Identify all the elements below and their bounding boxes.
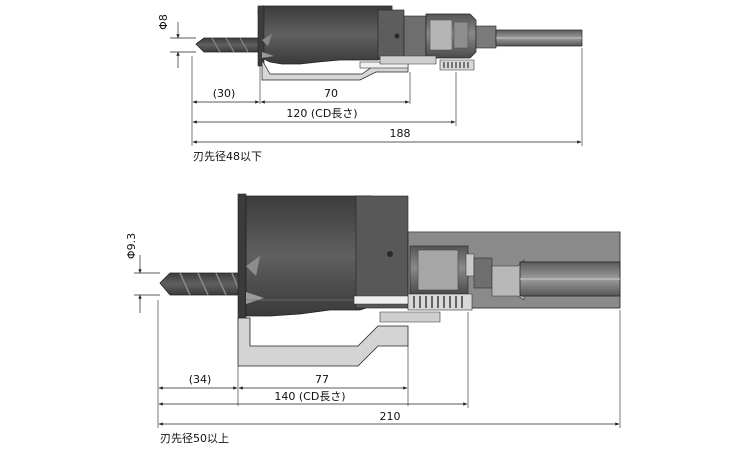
dim-cutter-top: 70 <box>324 87 338 100</box>
dim-cd-length-bottom: 140 (CD長さ) <box>274 390 345 403</box>
dim-total-bottom: 210 <box>380 410 401 423</box>
caption-top: 刃先径48以下 <box>193 150 262 163</box>
extension-lines-top <box>191 48 583 146</box>
dimension-lines-top: (30) 70 120 (CD長さ) 188 <box>192 87 582 144</box>
extension-lines-bottom <box>157 300 621 428</box>
arbor-top <box>403 13 497 71</box>
diameter-dimension-bottom: Φ9.3 <box>125 233 160 313</box>
dimension-lines-bottom: (34) 77 140 (CD長さ) 210 <box>158 373 620 426</box>
pilot-drill-bottom <box>159 272 245 296</box>
pilot-drill-top <box>195 37 263 53</box>
figure-bottom: Φ9.3 (34) 77 140 (CD長さ) 210 刃先径50以上 <box>125 193 621 445</box>
figure-top: Φ8 (30) 70 120 (CD長さ) 188 刃先径48以下 <box>157 5 583 163</box>
section-cutaway-top <box>261 55 437 81</box>
cutter-body-bottom <box>237 193 409 321</box>
diameter-dimension-top: Φ8 <box>157 14 196 68</box>
dim-pilot-bottom: (34) <box>189 373 212 386</box>
shank-bottom <box>519 261 621 297</box>
dim-total-top: 188 <box>390 127 411 140</box>
caption-bottom: 刃先径50以上 <box>160 432 229 445</box>
diameter-label-bottom: Φ9.3 <box>125 233 138 259</box>
shank-top <box>495 29 583 47</box>
dim-cutter-bottom: 77 <box>315 373 329 386</box>
cutter-body-top <box>257 5 405 67</box>
dim-cd-length-top: 120 (CD長さ) <box>286 107 357 120</box>
section-cutaway-bottom <box>237 293 473 367</box>
diameter-label-top: Φ8 <box>157 14 170 30</box>
dim-pilot-top: (30) <box>213 87 236 100</box>
